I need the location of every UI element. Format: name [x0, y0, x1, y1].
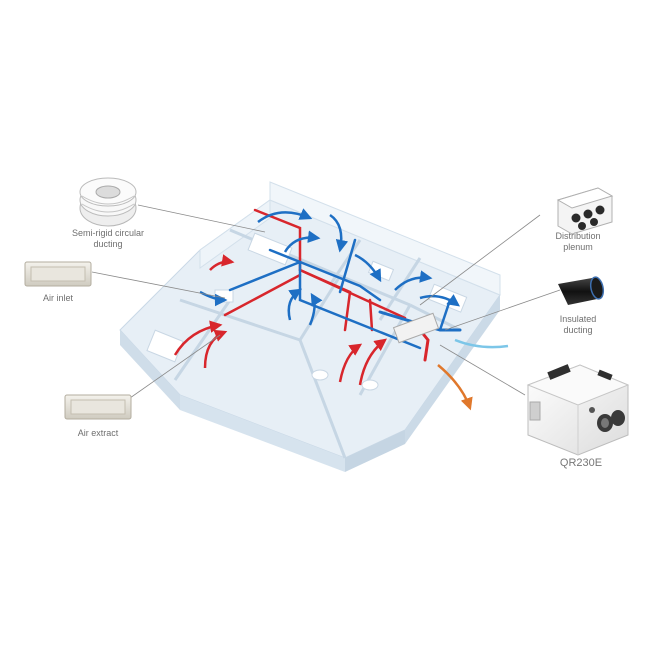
exhaust-air-arrow — [437, 364, 473, 411]
air-extract-grille-icon — [64, 394, 132, 420]
air-inlet-grille-icon — [24, 261, 92, 287]
heat-recovery-unit-icon — [526, 364, 630, 456]
fresh-air-stream — [454, 338, 509, 349]
label-distribution-plenum: Distribution plenum — [555, 231, 601, 252]
label-air-extract: Air extract — [77, 428, 119, 438]
label-insulated-ducting: Insulated ducting — [559, 314, 597, 335]
label-qr230e-unit: QR230E — [559, 457, 603, 469]
distribution-plenum-icon — [556, 187, 614, 235]
label-semi-rigid-ducting: Semi-rigid circular ducting — [71, 228, 144, 249]
insulated-duct-icon — [558, 276, 605, 305]
building — [119, 181, 501, 472]
extract-air-arrows — [173, 254, 387, 386]
ducting-coil-icon — [79, 177, 137, 227]
duct-network — [223, 208, 462, 362]
label-air-inlet: Air inlet — [42, 293, 73, 303]
leader-lines — [91, 204, 561, 399]
